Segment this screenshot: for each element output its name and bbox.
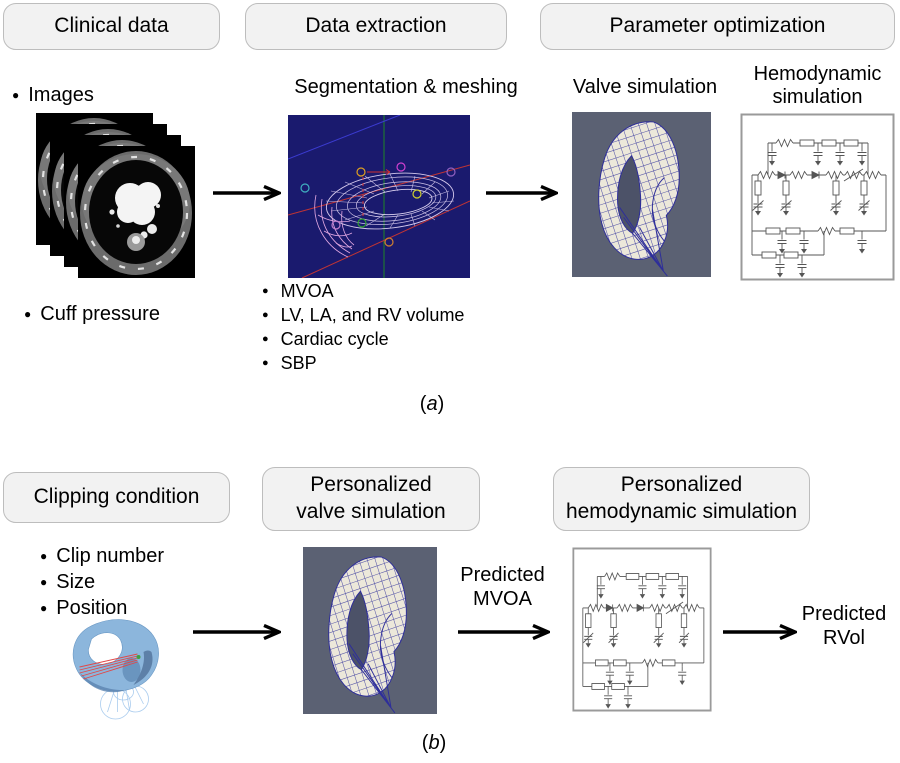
box-personalized-valve: Personalized valve simulation bbox=[262, 467, 480, 531]
flow-arrow-b2 bbox=[458, 624, 550, 640]
clipping-bullet-list: Clip number Size Position bbox=[40, 543, 164, 621]
ct-image-stack bbox=[36, 113, 196, 279]
list-item: Size bbox=[40, 569, 164, 595]
box-personalized-hemodynamic-line1: Personalized bbox=[620, 473, 743, 497]
list-item: SBP bbox=[262, 351, 464, 375]
flow-arrow-a1 bbox=[213, 185, 281, 201]
flow-arrow-b3 bbox=[723, 624, 797, 640]
segmentation-mesh-image bbox=[288, 115, 470, 278]
predicted-rvol-label: Predicted RVol bbox=[789, 602, 899, 651]
box-personalized-valve-line2: valve simulation bbox=[296, 500, 446, 523]
predicted-rvol-line2: RVol bbox=[823, 627, 865, 650]
predicted-rvol-line1: Predicted bbox=[801, 603, 887, 625]
hemodynamic-heading-line1: Hemodynamic bbox=[753, 63, 882, 85]
box-clinical-data: Clinical data bbox=[3, 3, 220, 50]
cuff-pressure-label: Cuff pressure bbox=[40, 303, 160, 325]
list-item: LV, LA, and RV volume bbox=[262, 303, 465, 327]
predicted-mvoa-label: Predicted MVOA bbox=[445, 563, 560, 612]
list-item: Cardiac cycle bbox=[262, 327, 464, 351]
list-item: MVOA bbox=[262, 279, 464, 303]
clipped-valve-image bbox=[72, 619, 159, 720]
box-personalized-hemodynamic: Personalized hemodynamic simulation bbox=[553, 467, 810, 531]
box-clipping-condition: Clipping condition bbox=[3, 472, 230, 523]
list-item: Position bbox=[40, 595, 164, 621]
predicted-mvoa-line1: Predicted bbox=[460, 564, 545, 586]
box-data-extraction-label: Data extraction bbox=[305, 14, 447, 38]
box-parameter-optimization-label: Parameter optimization bbox=[609, 14, 826, 38]
valve-simulation-heading: Valve simulation bbox=[572, 76, 718, 98]
hemodynamic-circuit-image bbox=[740, 113, 895, 281]
images-bullet-label: Images bbox=[28, 84, 94, 106]
box-clinical-data-label: Clinical data bbox=[54, 14, 169, 38]
predicted-mvoa-line2: MVOA bbox=[473, 588, 532, 611]
flow-arrow-b1 bbox=[193, 624, 281, 640]
personalized-valve-image bbox=[303, 547, 437, 714]
personalized-circuit-image bbox=[572, 547, 712, 712]
valve-simulation-image bbox=[572, 112, 711, 277]
list-item: Clip number bbox=[40, 543, 164, 569]
part-b-caption: (b) bbox=[421, 732, 447, 754]
flow-arrow-a2 bbox=[486, 185, 558, 201]
images-bullet: Images bbox=[12, 82, 94, 108]
segmentation-heading: Segmentation & meshing bbox=[294, 76, 518, 98]
ct-slice-image-1 bbox=[78, 146, 195, 278]
part-a-caption: (a) bbox=[419, 393, 445, 415]
box-data-extraction: Data extraction bbox=[245, 3, 507, 50]
box-personalized-valve-line1: Personalized bbox=[310, 473, 432, 497]
hemodynamic-simulation-heading: Hemodynamic simulation bbox=[735, 63, 900, 109]
box-parameter-optimization: Parameter optimization bbox=[540, 3, 895, 50]
box-clipping-condition-label: Clipping condition bbox=[33, 485, 200, 509]
cuff-pressure-bullet: Cuff pressure bbox=[24, 301, 160, 327]
box-personalized-hemodynamic-line2: hemodynamic simulation bbox=[565, 500, 798, 523]
extraction-bullet-list: MVOA LV, LA, and RV volume Cardiac cycle… bbox=[262, 279, 465, 375]
hemodynamic-heading-line2: simulation bbox=[772, 86, 863, 108]
